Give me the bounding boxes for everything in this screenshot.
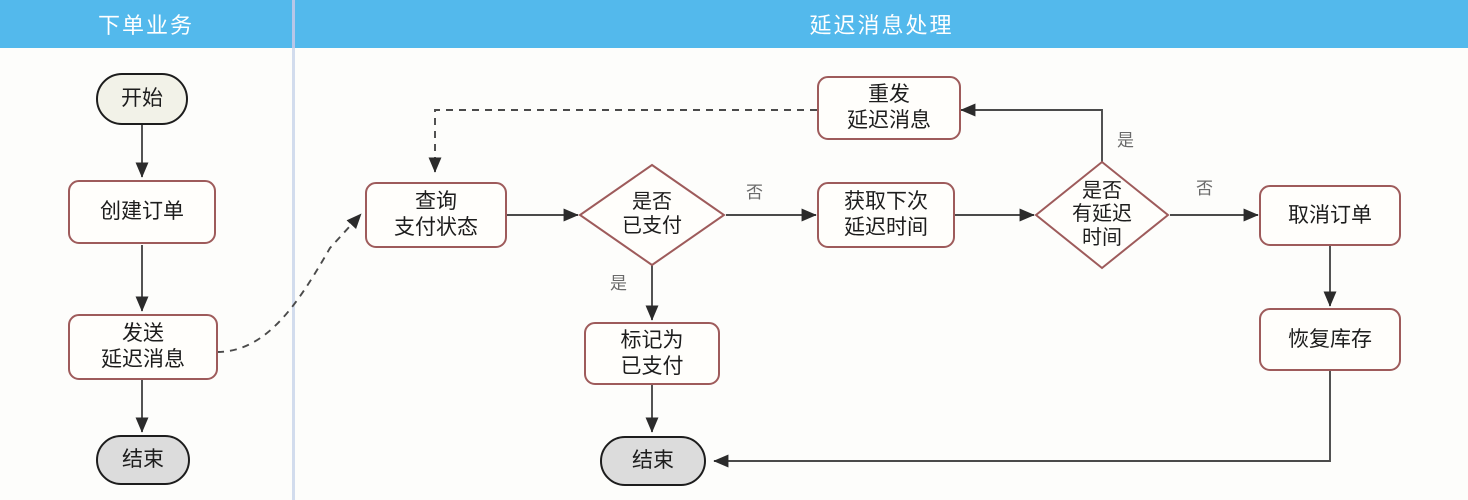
node-query-pay-status[interactable]: 查询 支付状态	[365, 182, 507, 248]
node-send-delay-message[interactable]: 发送 延迟消息	[68, 314, 218, 380]
lane-header-delay: 延迟消息处理	[295, 0, 1468, 48]
node-is-paid-label: 是否 已支付	[622, 191, 682, 237]
lane-header-delay-title: 延迟消息处理	[809, 13, 954, 38]
node-end-right-label: 结束	[632, 449, 674, 473]
node-get-next-delay-time-label: 获取下次 延迟时间	[844, 190, 928, 239]
node-create-order-label: 创建订单	[100, 200, 184, 224]
node-end-right[interactable]: 结束	[600, 436, 706, 486]
edge-restore-endright	[713, 371, 1331, 468]
node-resend-delay-message-label: 重发 延迟消息	[847, 83, 931, 132]
edge-label-paid-yes: 是	[610, 274, 627, 293]
edge-hasdelay-resend	[960, 103, 1103, 165]
node-is-paid[interactable]: 是否 已支付	[578, 163, 726, 267]
is-paid-diamond-shape	[578, 163, 726, 267]
lane-divider	[292, 48, 295, 500]
edge-label-paid-no: 否	[746, 183, 763, 202]
edge-send-query-dashed	[216, 213, 362, 353]
node-start[interactable]: 开始	[96, 73, 188, 125]
lane-header-order-title: 下单业务	[97, 13, 194, 38]
node-has-delay-time[interactable]: 是否 有延迟 时间	[1034, 160, 1170, 270]
node-restore-stock-label: 恢复库存	[1288, 327, 1372, 351]
node-restore-stock[interactable]: 恢复库存	[1259, 308, 1401, 371]
node-cancel-order[interactable]: 取消订单	[1259, 185, 1401, 246]
lane-header-order: 下单业务	[0, 0, 292, 48]
lane-header-divider	[292, 0, 295, 48]
node-get-next-delay-time[interactable]: 获取下次 延迟时间	[817, 182, 955, 248]
node-mark-as-paid[interactable]: 标记为 已支付	[584, 322, 720, 385]
node-end-left-label: 结束	[122, 448, 164, 472]
node-resend-delay-message[interactable]: 重发 延迟消息	[817, 76, 961, 140]
node-start-label: 开始	[121, 87, 163, 111]
node-has-delay-time-label: 是否 有延迟 时间	[1072, 179, 1132, 249]
node-query-pay-status-label: 查询 支付状态	[394, 190, 478, 239]
node-mark-as-paid-label: 标记为 已支付	[620, 328, 684, 378]
node-create-order[interactable]: 创建订单	[68, 180, 216, 244]
has-delay-time-diamond-shape	[1034, 160, 1170, 270]
node-send-delay-message-label: 发送 延迟消息	[101, 322, 185, 371]
edge-label-has-delay-no: 否	[1196, 179, 1213, 198]
node-end-left[interactable]: 结束	[96, 435, 190, 485]
node-cancel-order-label: 取消订单	[1288, 203, 1372, 227]
edge-label-has-delay-yes: 是	[1117, 131, 1134, 150]
